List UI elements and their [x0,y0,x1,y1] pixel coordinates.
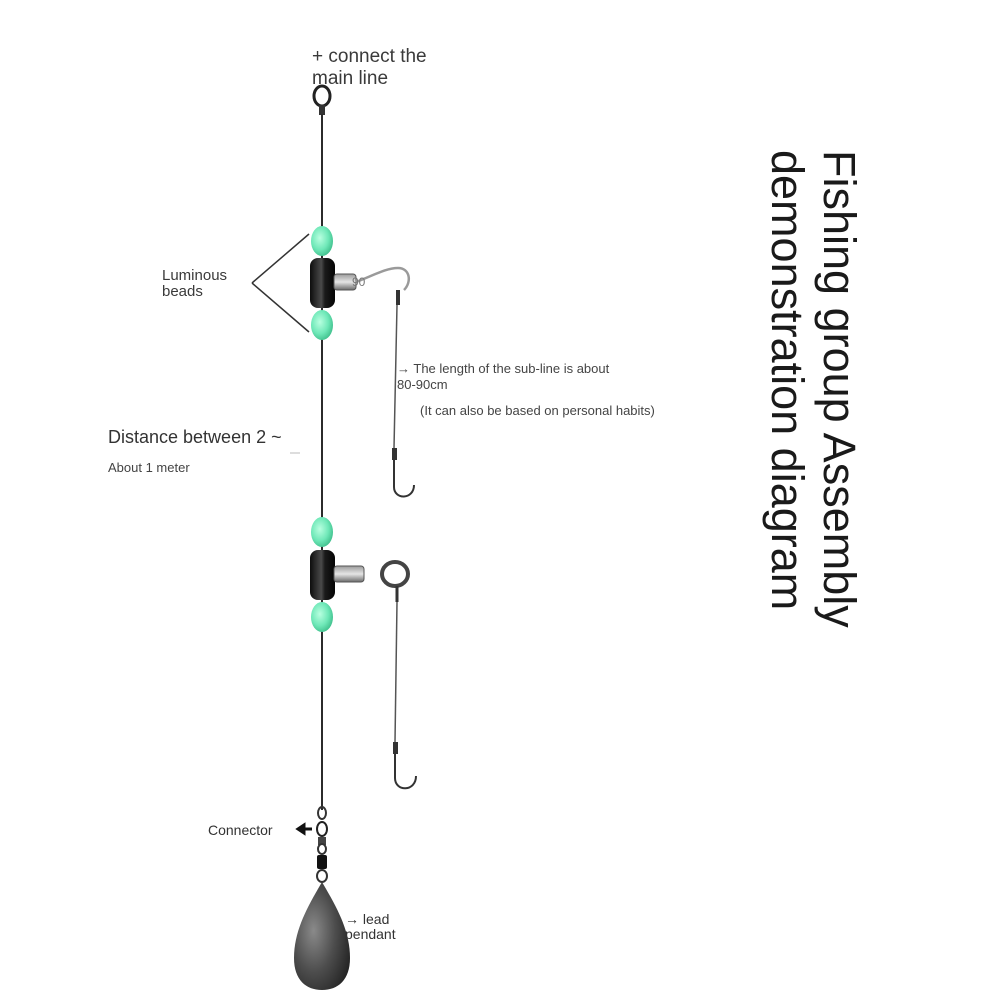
branch-2 [393,586,417,790]
swivel-ring [380,560,410,588]
distance-label: Distance between 2 ~ [108,427,282,447]
main-line-label: + connect the main line [312,46,427,89]
lead-pendant-label: → lead pendant [345,911,396,942]
swivel-body [310,550,335,600]
bead-group-1 [310,226,357,340]
beads-pointer [251,233,310,333]
title-line-1: Fishing group Assembly [814,150,865,628]
lead-sinker [294,882,350,990]
sub-line-length-label: → The length of the sub-line is about 80… [397,361,610,392]
connector [316,806,328,883]
connector-label: Connector [208,822,273,838]
bead-group-2 [310,517,410,632]
title-line-2: demonstration diagram [762,150,813,611]
hook-1 [393,460,415,498]
about-meter-label: About 1 meter [108,460,190,475]
luminous-bead [311,310,333,340]
diagram-title: Fishing group Assembly demonstration dia… [755,150,865,710]
luminous-beads-label: Luminous beads [162,267,228,300]
connector-arrow [295,822,312,836]
hook-2 [394,754,417,790]
top-snap [312,84,332,115]
luminous-bead [311,602,333,632]
luminous-bead [311,226,333,256]
swivel-mark: 90 [352,275,366,289]
luminous-bead [311,517,333,547]
personal-habits-label: (It can also be based on personal habits… [420,403,655,418]
branch-1 [355,266,415,498]
swivel-body [310,258,335,308]
